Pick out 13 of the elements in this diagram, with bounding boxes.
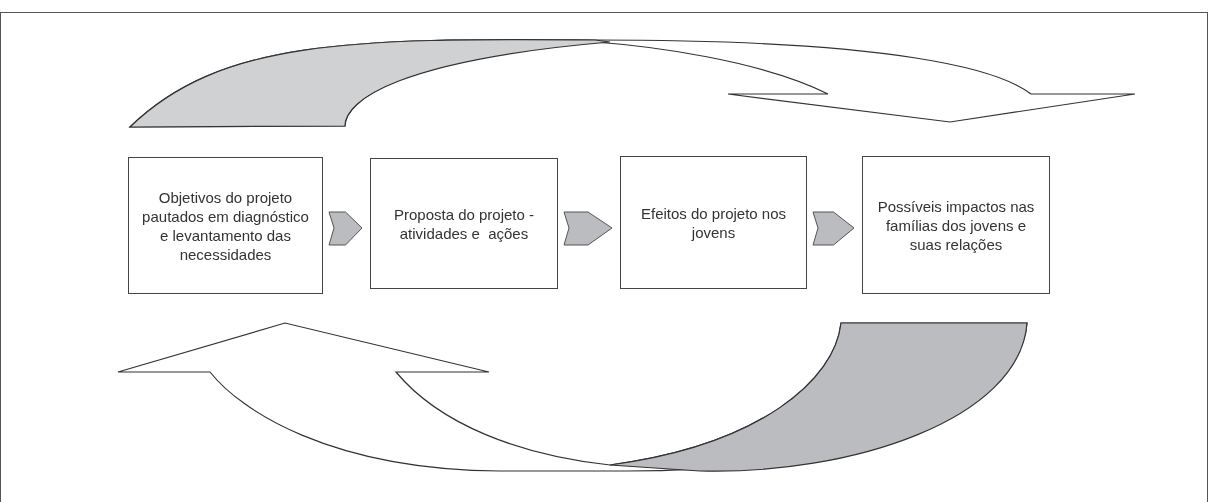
process-box (370, 158, 558, 289)
box-text: Proposta do projeto - atividades e ações (392, 204, 536, 243)
process-box (862, 156, 1050, 294)
chevron-arrow (563, 211, 613, 246)
curved-block-arrow (129, 39, 1136, 128)
box-text: Possíveis impactos nas famílias dos jovens e suas relações (876, 196, 1036, 254)
chevron-arrow (328, 211, 363, 246)
box-text: Efeitos do projeto nos jovens (639, 203, 788, 242)
chevron-arrow (812, 211, 855, 246)
process-box (128, 157, 323, 294)
box-text: Objetivos do projeto pautados em diagnóstico e levantamento das necessidades (141, 187, 310, 264)
curved-block-arrow (117, 322, 1028, 472)
process-box (620, 156, 807, 289)
